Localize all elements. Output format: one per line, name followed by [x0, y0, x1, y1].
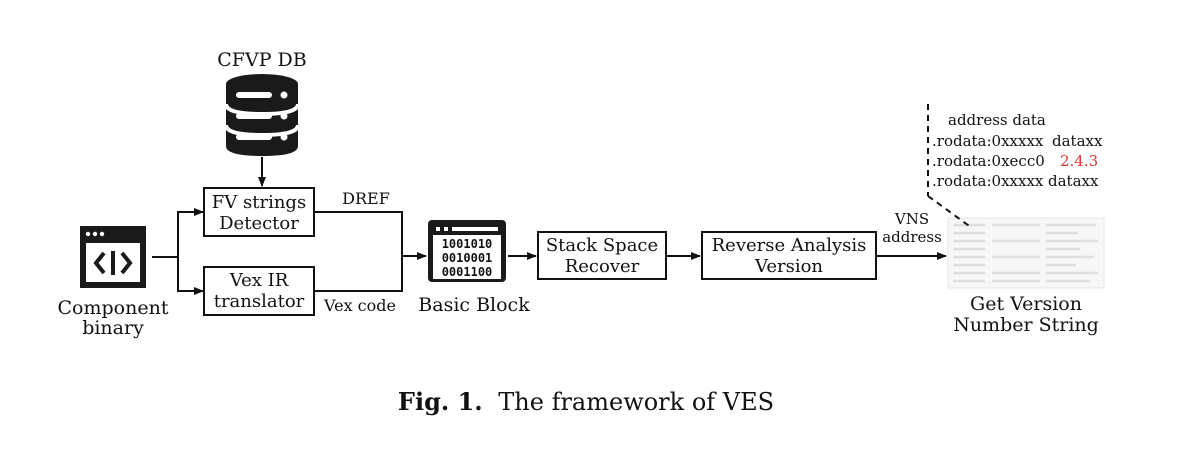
component-label-1: Component: [58, 297, 169, 319]
database-label: CFVP DB: [217, 49, 306, 71]
get-version-label-2: Number String: [953, 314, 1099, 336]
fv-detector-label-2: Detector: [219, 213, 299, 234]
vns-label-2: address: [882, 228, 942, 246]
figure-caption: Fig. 1. The framework of VES: [398, 387, 774, 416]
address-header: address data: [948, 111, 1046, 129]
vex-translator-label-2: translator: [214, 291, 305, 312]
fv-detector-label-1: FV strings: [212, 192, 306, 213]
reverse-analysis-label-1: Reverse Analysis: [712, 235, 867, 256]
caption-label: Fig. 1.: [398, 387, 483, 416]
address-row-3-addr: .rodata:0xxxxx: [932, 172, 1044, 190]
component-split-arrows: [152, 208, 204, 295]
caption-text: The framework of VES: [498, 388, 774, 416]
address-row-3-data: dataxx: [1048, 172, 1099, 190]
get-version-label-1: Get Version: [970, 293, 1082, 315]
vex-translator-label-1: Vex IR: [229, 270, 289, 291]
vex-code-label: Vex code: [323, 296, 396, 315]
database-icon: [224, 74, 300, 156]
basic-block-bits-2: 0010001: [442, 251, 493, 265]
basic-block-icon: [428, 220, 506, 282]
dref-label: DREF: [342, 189, 390, 208]
merge-arrows: [314, 211, 427, 292]
stack-space-label-1: Stack Space: [546, 235, 658, 256]
address-row-2-data: 2.4.3: [1060, 152, 1098, 170]
stack-space-label-2: Recover: [565, 256, 640, 277]
disassembly-thumbnail: [947, 217, 1105, 289]
address-row-1-addr: .rodata:0xxxxx: [932, 132, 1044, 150]
vex-ir-translator-box: [203, 266, 315, 316]
address-row-2-addr: .rodata:0xecc0: [932, 152, 1045, 170]
basic-block-label: Basic Block: [418, 294, 530, 316]
basic-block-bits-3: 0001100: [442, 265, 493, 279]
component-binary-icon: [80, 226, 146, 288]
callout-dashed-line: [927, 104, 973, 229]
component-label-2: binary: [82, 317, 144, 339]
reverse-analysis-label-2: Version: [754, 256, 823, 277]
address-row-1-data: dataxx: [1052, 132, 1103, 150]
basic-block-bits-1: 1001010: [442, 237, 493, 251]
reverse-analysis-version-box: [701, 231, 877, 280]
stack-space-recover-box: [537, 231, 667, 280]
vns-label-1: VNS: [894, 210, 929, 228]
